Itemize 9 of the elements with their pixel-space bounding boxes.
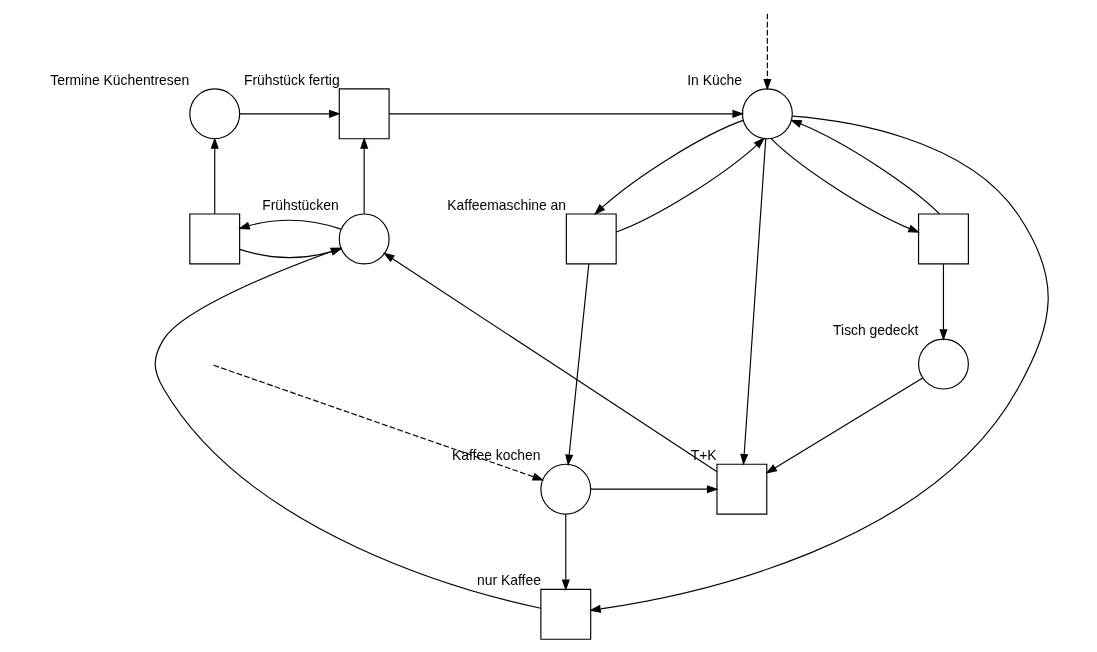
node-label: Frühstücken	[261, 197, 339, 214]
node-label: Kaffee kochen	[451, 447, 541, 464]
node-label: nur Kaffee	[476, 572, 541, 589]
node-label: Tisch gedeckt	[832, 322, 918, 339]
node-label: Kaffeemaschine an	[446, 197, 566, 214]
node-label: Termine Küchentresen	[49, 71, 189, 88]
node-label: Frühstück fertig	[243, 71, 340, 88]
node-label: T+K	[690, 447, 717, 464]
node-label: In Küche	[686, 71, 742, 88]
